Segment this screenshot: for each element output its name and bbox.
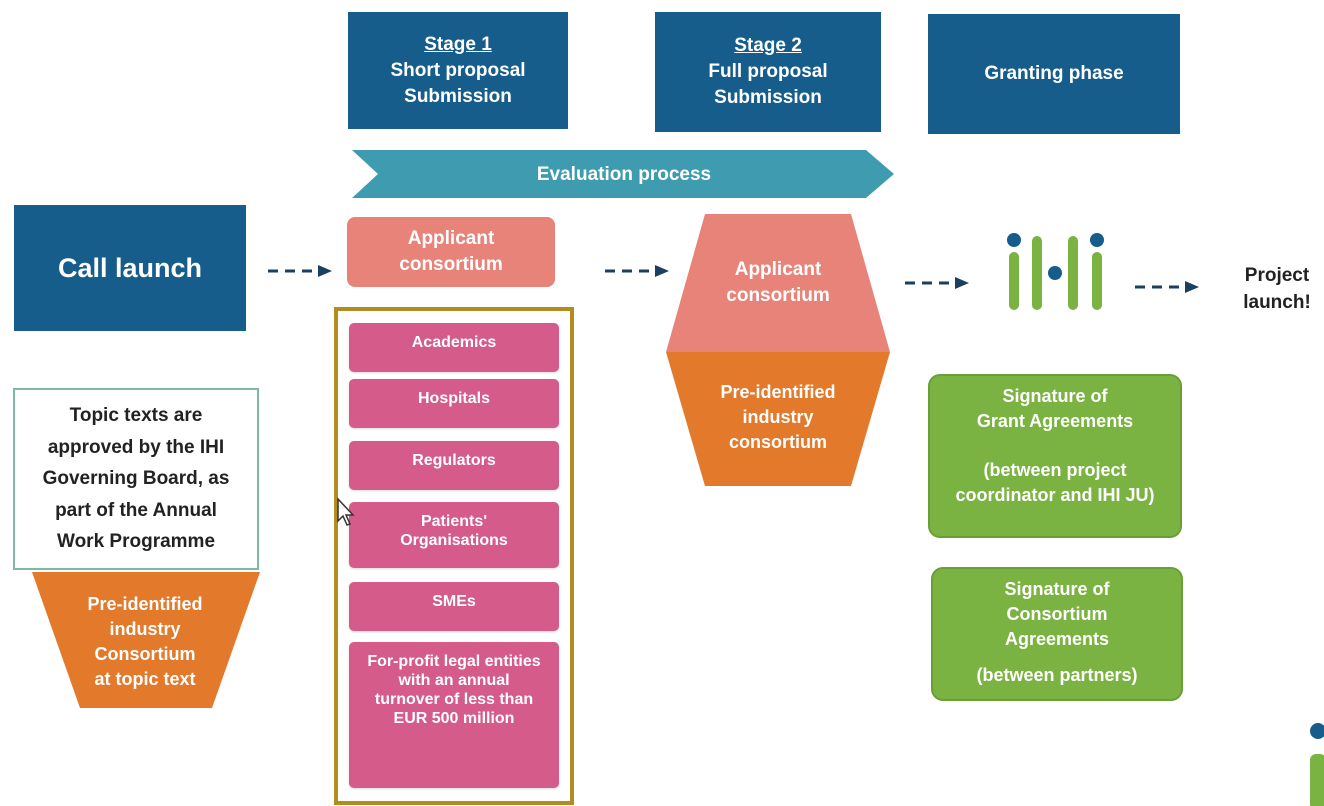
dashed-arrow-1 bbox=[268, 265, 332, 277]
preid-mid-line2: industry bbox=[742, 407, 814, 427]
member-label: For-profit legal entities with an annual… bbox=[367, 653, 541, 727]
member-smes: SMEs bbox=[349, 582, 559, 631]
stage1-header: Stage 1 Short proposal Submission bbox=[348, 12, 568, 129]
member-academics: Academics bbox=[349, 323, 559, 372]
member-label: Patients' Organisations bbox=[400, 513, 508, 549]
stage1-line1: Short proposal bbox=[390, 59, 526, 81]
grant-agreement-box: Signature of Grant Agreements (between p… bbox=[928, 374, 1182, 538]
member-patients-organisations: Patients' Organisations bbox=[349, 502, 559, 568]
preid-left-text: Pre-identified industry Consortium at to… bbox=[50, 592, 240, 692]
preid-mid-hexagon-bottom bbox=[666, 352, 890, 486]
preid-left-shape bbox=[32, 572, 260, 708]
call-launch-box: Call launch bbox=[14, 205, 246, 331]
granting-phase-header: Granting phase bbox=[928, 14, 1180, 134]
preid-left-line2: industry bbox=[109, 619, 181, 639]
topic-note-box: Topic texts are approved by the IHI Gove… bbox=[13, 388, 259, 570]
dashed-arrow-3 bbox=[905, 277, 969, 289]
granting-phase-label: Granting phase bbox=[984, 63, 1124, 84]
member-label: Hospitals bbox=[417, 390, 490, 407]
evaluation-chevron-shape bbox=[352, 150, 894, 198]
consortium-sig-line3: Agreements bbox=[1004, 629, 1110, 649]
preid-mid-text: Pre-identified industry consortium bbox=[680, 380, 876, 455]
member-label: Regulators bbox=[412, 452, 496, 469]
member-label: Academics bbox=[411, 334, 497, 351]
mouse-cursor-icon bbox=[337, 497, 355, 526]
project-launch-line1: Project bbox=[1244, 265, 1310, 286]
applicant2-line1: Applicant bbox=[734, 259, 822, 280]
grant-sig-line4: coordinator and IHI JU) bbox=[955, 485, 1155, 505]
evaluation-process-label: Evaluation process bbox=[537, 164, 711, 185]
applicant1-line1: Applicant bbox=[407, 228, 495, 249]
consortium-agreement-box: Signature of Consortium Agreements (betw… bbox=[931, 567, 1183, 701]
preid-mid-line1: Pre-identified bbox=[720, 382, 836, 402]
applicant-consortium-2-text: Applicant consortium bbox=[680, 257, 876, 309]
stage1-number: Stage 1 bbox=[424, 33, 492, 55]
grant-sig-line3: (between project bbox=[983, 460, 1127, 480]
evaluation-process-banner: Evaluation process bbox=[352, 150, 894, 198]
call-launch-label: Call launch bbox=[57, 252, 203, 283]
applicant-consortium-1: Applicant consortium bbox=[347, 217, 555, 287]
stage2-number: Stage 2 bbox=[734, 35, 802, 56]
applicant2-hexagon-top bbox=[666, 214, 890, 352]
stage2-header: Stage 2 Full proposal Submission bbox=[655, 12, 881, 132]
member-hospitals: Hospitals bbox=[349, 379, 559, 428]
applicant1-line2: consortium bbox=[399, 254, 503, 275]
grant-sig-line2: Grant Agreements bbox=[976, 411, 1134, 431]
dashed-arrow-4 bbox=[1135, 281, 1199, 293]
stage2-line1: Full proposal bbox=[708, 61, 828, 82]
member-label: SMEs bbox=[432, 593, 476, 610]
members-container bbox=[334, 307, 574, 805]
applicant2-line2: consortium bbox=[726, 285, 830, 306]
project-launch-text: Project launch! bbox=[1230, 262, 1324, 316]
project-launch-line2: launch! bbox=[1243, 292, 1311, 313]
ihi-logo-icon bbox=[1007, 233, 1104, 310]
consortium-sig-line4: (between partners) bbox=[976, 665, 1138, 685]
member-for-profit-entities: For-profit legal entities with an annual… bbox=[349, 642, 559, 788]
topic-note-text: Topic texts are approved by the IHI Gove… bbox=[42, 405, 230, 553]
applicant-consortium-2-shape bbox=[666, 214, 890, 486]
consortium-sig-line2: Consortium bbox=[1006, 604, 1108, 624]
ihi-logo-partial-icon bbox=[1310, 723, 1324, 806]
preid-left-line4: at topic text bbox=[94, 669, 196, 689]
dashed-arrow-2 bbox=[605, 265, 669, 277]
preid-mid-line3: consortium bbox=[728, 432, 827, 452]
grant-sig-line1: Signature of bbox=[1002, 386, 1108, 406]
consortium-sig-line1: Signature of bbox=[1004, 579, 1110, 599]
stage2-line2: Submission bbox=[714, 87, 822, 108]
stage1-line2: Submission bbox=[404, 85, 512, 107]
member-regulators: Regulators bbox=[349, 441, 559, 490]
preid-left-line1: Pre-identified bbox=[87, 594, 203, 614]
preid-left-line3: Consortium bbox=[94, 644, 196, 664]
